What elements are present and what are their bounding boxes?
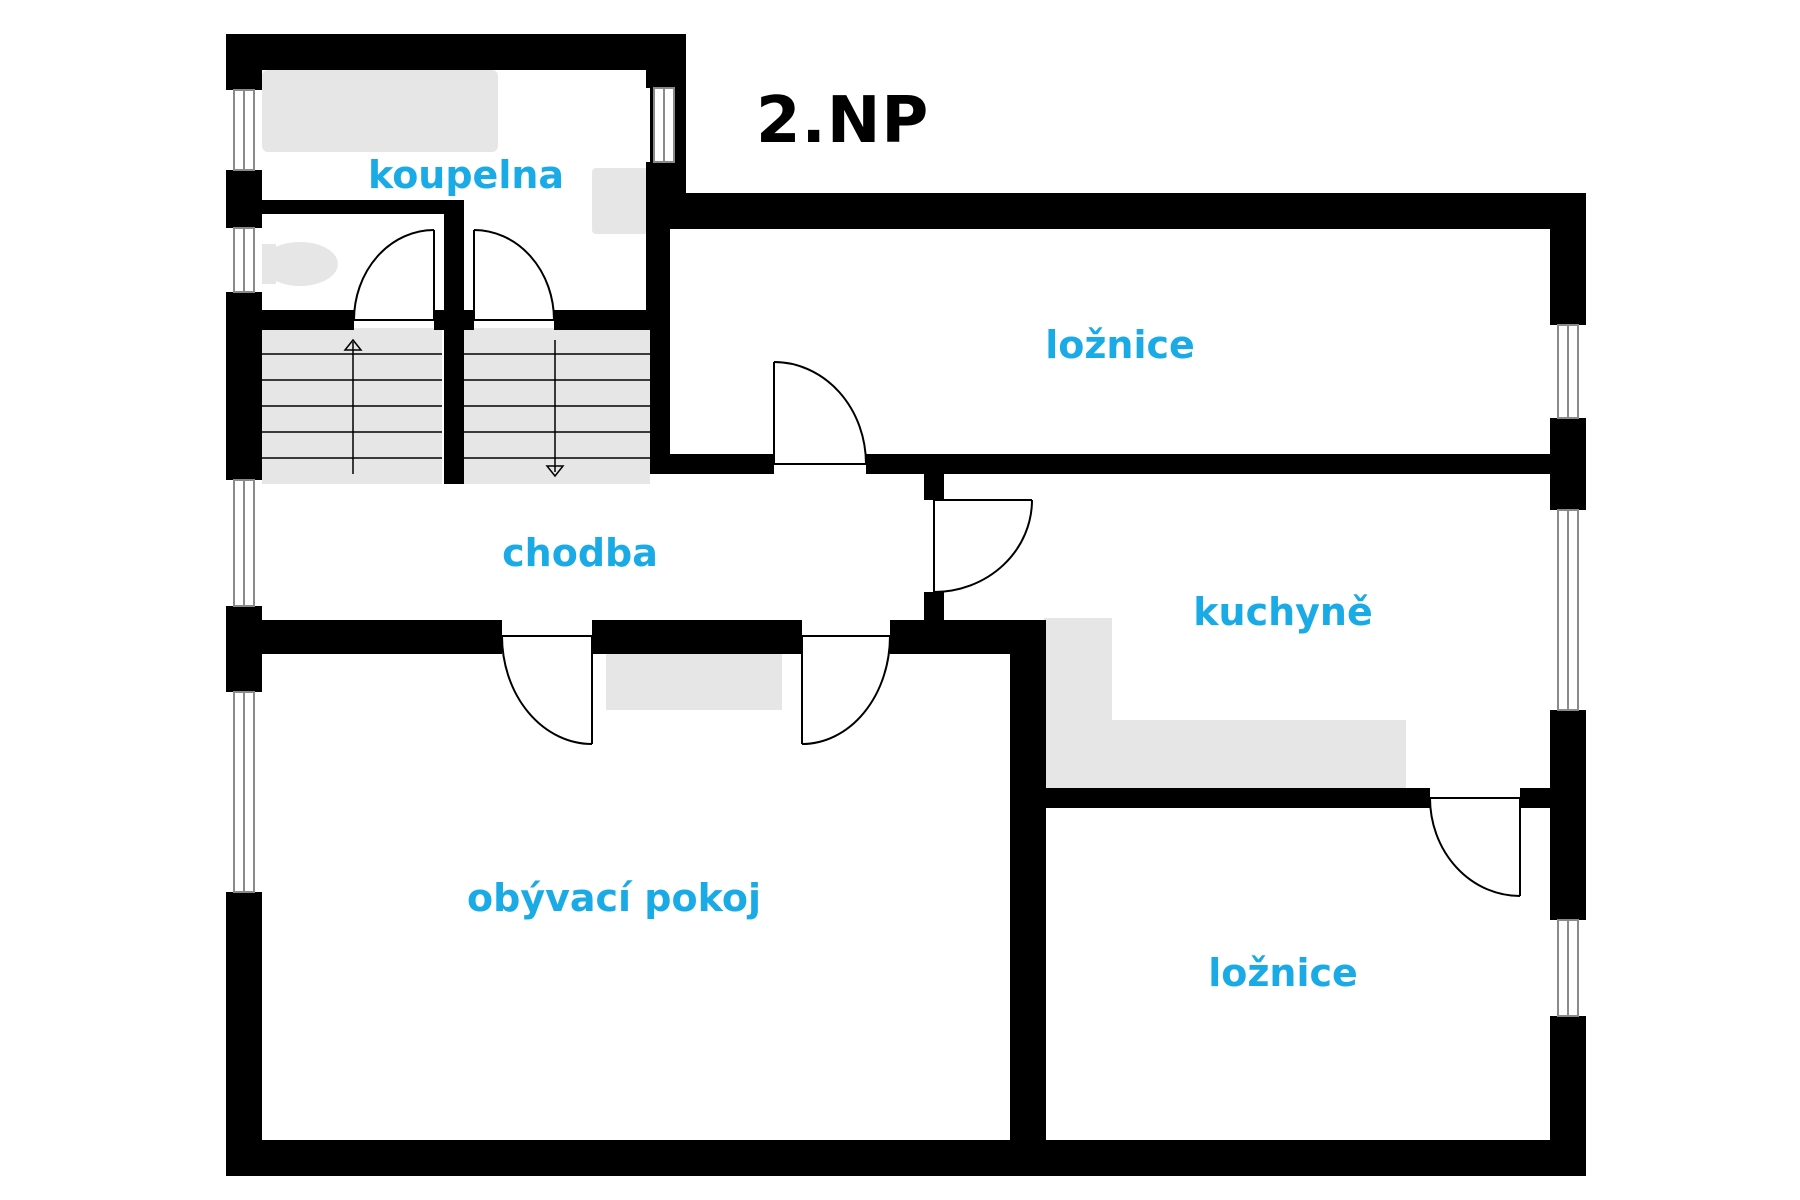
window <box>233 227 255 293</box>
bathtub <box>262 70 498 152</box>
room-label-koupelna: koupelna <box>367 153 565 197</box>
room-label-chodba: chodba <box>502 531 658 575</box>
door <box>773 361 867 465</box>
living-cabinet <box>606 650 782 710</box>
doors <box>353 229 1521 897</box>
door <box>501 635 593 745</box>
door <box>473 229 555 321</box>
toilet <box>262 242 338 286</box>
window <box>233 89 255 171</box>
room-label-obyvaci-pokoj: obývací pokoj <box>467 876 761 920</box>
room-label-kuchyne: kuchyně <box>1193 590 1373 634</box>
door <box>933 499 1033 593</box>
walls <box>226 34 1586 1176</box>
door <box>801 635 891 745</box>
room-label-loznice-lower: ložnice <box>1208 951 1358 995</box>
window <box>1557 509 1579 711</box>
kitchen-counter <box>1044 618 1406 790</box>
window <box>1557 919 1579 1017</box>
windows <box>233 87 1579 1017</box>
room-label-loznice-upper: ložnice <box>1045 323 1195 367</box>
stair-treads <box>262 338 650 478</box>
door <box>353 229 435 321</box>
floor-label: 2.NP <box>756 84 930 158</box>
window <box>653 87 675 163</box>
toilet-tank <box>262 244 276 284</box>
window <box>233 691 255 893</box>
window <box>233 479 255 607</box>
window <box>1557 324 1579 419</box>
washbasin <box>592 168 648 234</box>
door <box>1429 797 1521 897</box>
